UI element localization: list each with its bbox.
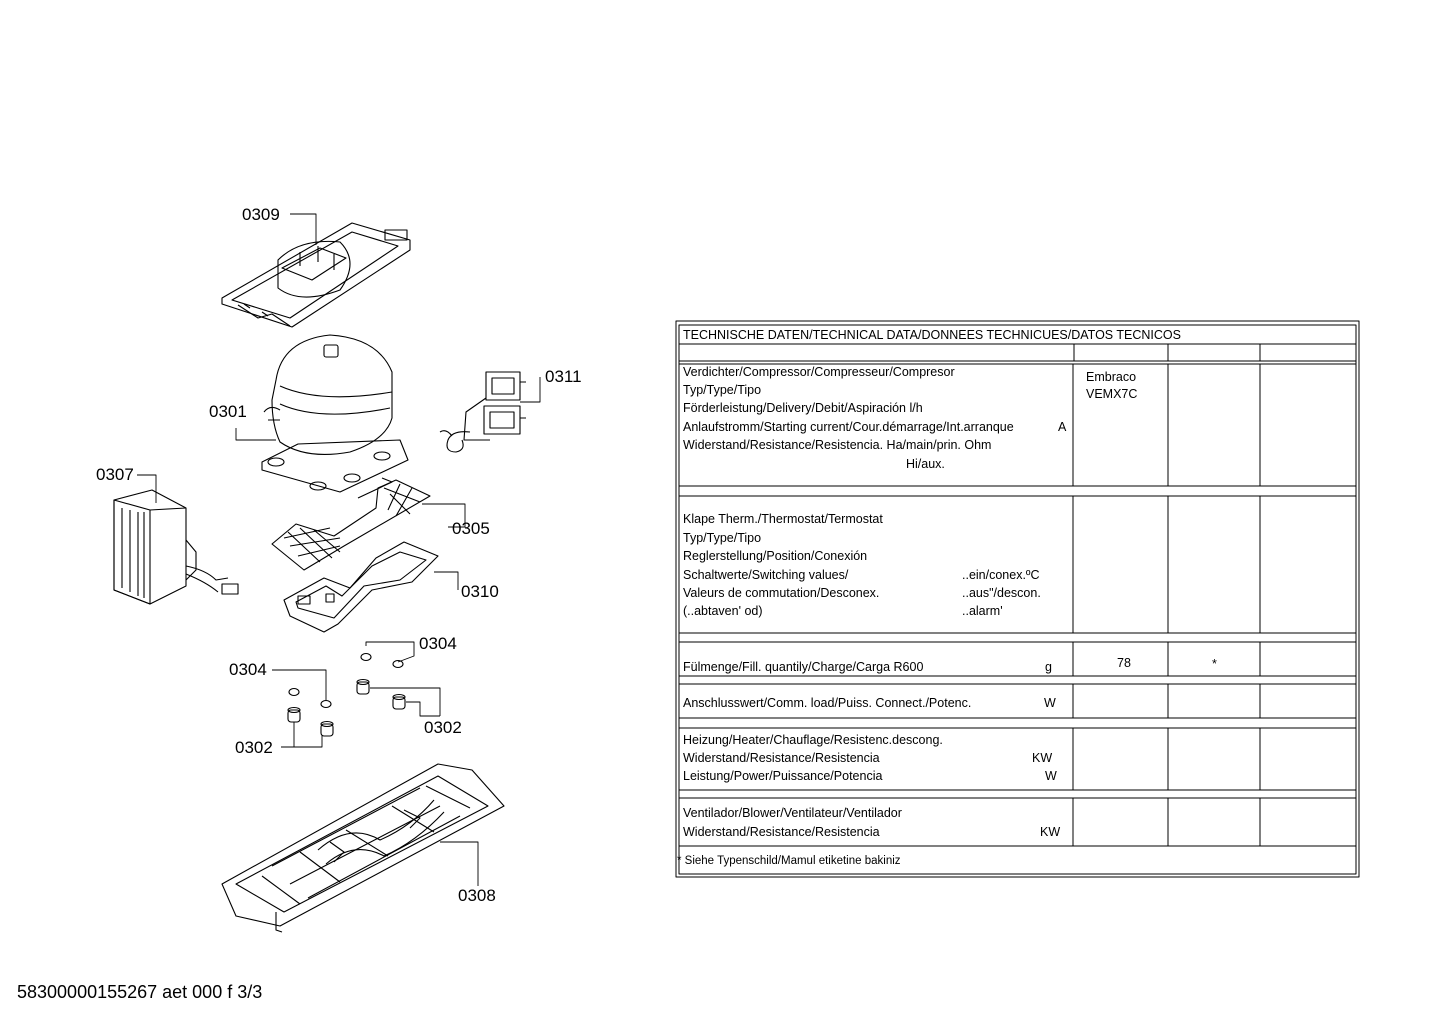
blower-unit-kw: KW: [1040, 825, 1061, 839]
thermostat-line-3: Reglerstellung/Position/Conexión: [683, 549, 868, 563]
fill-quantity-value: 78: [1117, 656, 1131, 670]
thermostat-right-1: ..ein/conex.ºC: [962, 568, 1040, 582]
part-label-0302-right: 0302: [424, 718, 462, 737]
fill-quantity-mark: *: [1212, 657, 1217, 671]
part-label-0308: 0308: [458, 886, 496, 905]
technical-data-table: [675, 320, 1360, 878]
connected-load-unit: W: [1044, 696, 1056, 710]
part-label-0311: 0311: [545, 367, 582, 386]
part-label-0309: 0309: [242, 205, 280, 224]
heater-unit-w: W: [1045, 769, 1057, 783]
fill-quantity-unit: g: [1045, 660, 1052, 674]
part-0309-tray: [221, 222, 411, 328]
compressor-line-6: Hi/aux.: [906, 457, 945, 471]
fill-quantity-label: Fülmenge/Fill. quantily/Charge/Carga R60…: [683, 660, 924, 674]
leader-lines: [137, 213, 541, 886]
compressor-value-type: VEMX7C: [1086, 387, 1138, 401]
part-0308-base: [221, 763, 505, 933]
table-note: * Siehe Typenschild/Mamul etiketine baki…: [677, 855, 901, 867]
compressor-line-1: Verdichter/Compressor/Compresseur/Compre…: [683, 365, 955, 379]
part-0302-grommets: [287, 678, 406, 737]
document-id-footer: 58300000155267 aet 000 f 3/3: [17, 982, 263, 1002]
part-label-0307: 0307: [96, 465, 134, 484]
compressor-unit-a: A: [1058, 420, 1067, 434]
part-label-0304-left: 0304: [229, 660, 267, 679]
part-label-0302-left: 0302: [235, 738, 273, 757]
heater-line-2: Widerstand/Resistance/Resistencia: [683, 751, 880, 765]
blower-line-1: Ventilador/Blower/Ventilateur/Ventilador: [683, 806, 902, 820]
connected-load-label: Anschlusswert/Comm. load/Puiss. Connect.…: [683, 696, 972, 710]
compressor-line-3: Förderleistung/Delivery/Debit/Aspiración…: [683, 401, 923, 415]
part-label-0305: 0305: [452, 519, 490, 538]
compressor-line-2: Typ/Type/Tipo: [683, 383, 762, 397]
part-0311-relay: [439, 371, 526, 453]
thermostat-line-2: Typ/Type/Tipo: [683, 531, 762, 545]
compressor-line-4: Anlaufstromm/Starting current/Cour.démar…: [683, 420, 1014, 434]
blower-line-2: Widerstand/Resistance/Resistencia: [683, 825, 880, 839]
thermostat-line-4: Schaltwerte/Switching values/: [683, 568, 849, 582]
thermostat-line-1: Klape Therm./Thermostat/Termostat: [683, 512, 883, 526]
compressor-value-make: Embraco: [1086, 370, 1137, 384]
heater-unit-kw: KW: [1032, 751, 1053, 765]
part-0307-box: [113, 489, 239, 605]
part-label-0301: 0301: [209, 402, 247, 421]
heater-line-3: Leistung/Power/Puissance/Potencia: [683, 769, 883, 783]
heater-line-1: Heizung/Heater/Chauflage/Resistenc.desco…: [683, 733, 943, 747]
part-0301-compressor: [261, 334, 409, 493]
part-label-0304-right: 0304: [419, 634, 457, 653]
part-0305-grid: [271, 477, 431, 571]
table-header: TECHNISCHE DATEN/TECHNICAL DATA/DONNEES …: [683, 328, 1181, 342]
thermostat-right-3: ..alarm': [962, 604, 1003, 618]
thermostat-line-6: (..abtaven' od): [683, 604, 763, 618]
thermostat-line-5: Valeurs de commutation/Desconex.: [683, 586, 880, 600]
thermostat-right-2: ..aus"/descon.: [962, 586, 1041, 600]
part-0310-tray: [283, 541, 439, 633]
compressor-line-5: Widerstand/Resistance/Resistencia. Ha/ma…: [683, 438, 992, 452]
part-0304-washers: [288, 652, 404, 709]
part-label-0310: 0310: [461, 582, 499, 601]
